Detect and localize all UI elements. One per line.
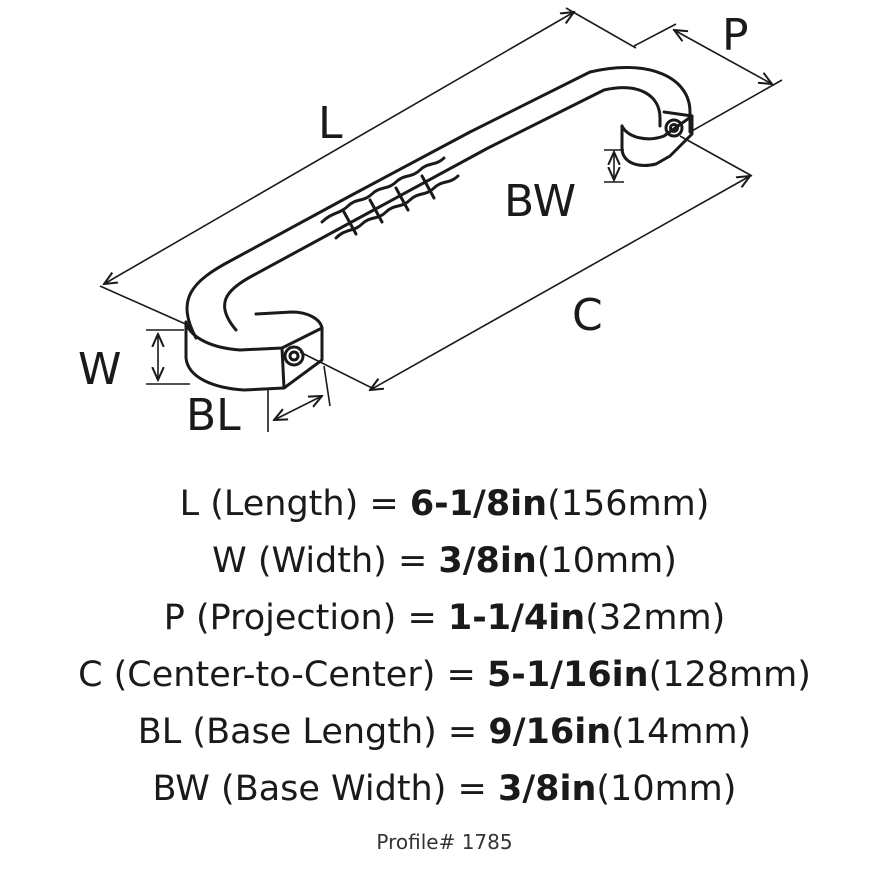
spec-value: 1-1/4in [447, 598, 586, 638]
profile-number: Profile# 1785 [376, 830, 513, 854]
spec-projection: P (Projection) = 1-1/4in(32mm) [0, 590, 889, 647]
spec-code: P [163, 598, 185, 638]
spec-value: 3/8in [497, 769, 597, 809]
specification-list: L (Length) = 6-1/8in(156mm) W (Width) = … [0, 476, 889, 818]
spec-desc: (Width) = [246, 541, 439, 581]
spec-code: W [212, 541, 247, 581]
spec-value: 3/8in [438, 541, 537, 581]
spec-value: 9/16in [488, 712, 612, 752]
spec-center-to-center: C (Center-to-Center) = 5-1/16in(128mm) [0, 647, 889, 704]
spec-desc: (Length) = [199, 484, 410, 524]
spec-desc: (Base Length) = [181, 712, 489, 752]
spec-metric: (10mm) [596, 769, 737, 809]
spec-code: L [179, 484, 200, 524]
cabinet-pull-handle [184, 66, 694, 392]
spec-desc: (Center-to-Center) = [102, 655, 487, 695]
spec-metric: (156mm) [547, 484, 710, 524]
dimension-lines [99, 7, 783, 432]
spec-length: L (Length) = 6-1/8in(156mm) [0, 476, 889, 533]
label-BW: BW [504, 176, 576, 227]
label-P: P [722, 10, 749, 61]
spec-desc: (Base Width) = [209, 769, 498, 809]
spec-metric: (14mm) [611, 712, 752, 752]
spec-metric: (128mm) [648, 655, 811, 695]
spec-base-width: BW (Base Width) = 3/8in(10mm) [0, 761, 889, 818]
spec-desc: (Projection) = [184, 598, 448, 638]
spec-width: W (Width) = 3/8in(10mm) [0, 533, 889, 590]
spec-code: C [78, 655, 103, 695]
label-W: W [78, 344, 122, 395]
spec-code: BL [137, 712, 182, 752]
spec-base-length: BL (Base Length) = 9/16in(14mm) [0, 704, 889, 761]
spec-metric: (10mm) [536, 541, 677, 581]
label-BL: BL [186, 390, 241, 441]
label-C: C [572, 290, 603, 341]
handle-dimension-diagram: L P BW C W BL [78, 7, 783, 441]
spec-value: 6-1/8in [409, 484, 548, 524]
label-L: L [318, 98, 343, 149]
spec-code: BW [152, 769, 210, 809]
spec-metric: (32mm) [585, 598, 726, 638]
spec-value: 5-1/16in [486, 655, 649, 695]
